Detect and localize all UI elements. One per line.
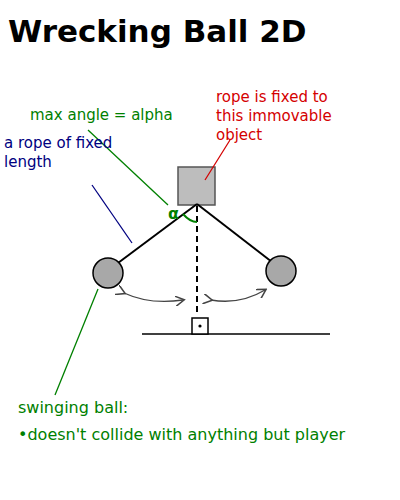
player-box xyxy=(192,318,208,334)
alpha-symbol: α xyxy=(168,204,188,224)
ball-note: •doesn't collide with anything but playe… xyxy=(18,425,390,445)
title: Wrecking Ball 2D xyxy=(8,12,307,51)
swing-arrow-left xyxy=(124,293,183,301)
ball-label: swinging ball: xyxy=(18,398,268,418)
object-label: rope is fixed to this immovable object xyxy=(216,88,346,144)
player-dot xyxy=(198,324,201,327)
angle-arc xyxy=(183,214,197,222)
rope-right xyxy=(197,204,272,262)
angle-label: max angle = alpha xyxy=(30,106,220,125)
ball-left xyxy=(93,258,123,288)
leader-rope xyxy=(92,185,132,243)
rope-label: a rope of fixed length xyxy=(4,134,122,172)
leader-ball xyxy=(55,289,98,395)
swing-arrow-right xyxy=(211,290,265,301)
ground xyxy=(142,333,330,335)
leader-object xyxy=(205,140,230,180)
rope-left xyxy=(118,204,197,263)
ball-right xyxy=(266,256,296,286)
